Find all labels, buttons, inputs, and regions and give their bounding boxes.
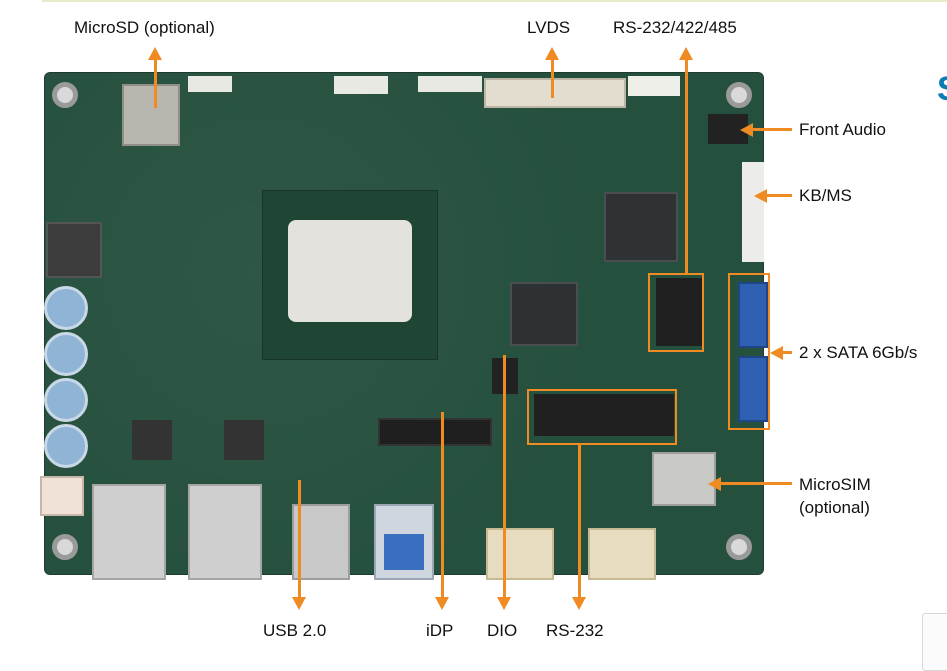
label-kbms: KB/MS: [799, 186, 852, 205]
arrowhead-dio: [497, 597, 511, 610]
rs232-422-485-headers: [656, 278, 704, 346]
arrowhead-front-audio: [740, 123, 753, 137]
mounting-hole-bottom-right: [726, 534, 752, 560]
arrowhead-usb20: [292, 597, 306, 610]
kbms-connector: [742, 162, 764, 262]
arrow-line-rs232-422-485: [685, 58, 688, 273]
rs232-headers: [534, 394, 674, 436]
arrow-line-lvds: [551, 58, 554, 98]
label-dio: DIO: [487, 621, 518, 640]
arrow-line-dio: [503, 355, 506, 602]
microsd-slot: [122, 84, 180, 146]
arrowhead-kbms: [754, 189, 767, 203]
cropped-heading-letter: S: [937, 70, 947, 109]
arrowhead-microsd: [148, 47, 162, 60]
arrow-line-microsim: [718, 482, 792, 485]
capacitor-2: [44, 332, 88, 376]
chip-2: [604, 192, 678, 262]
usb3-tongue: [384, 534, 424, 570]
power-connector: [40, 476, 84, 516]
arrow-line-microsd: [154, 58, 157, 108]
arrow-line-front-audio: [750, 128, 792, 131]
hdmi-port-2: [588, 528, 656, 580]
chip-3: [132, 420, 172, 460]
inductor: [46, 222, 102, 278]
top-rule: [42, 0, 947, 2]
lvds-connector: [484, 78, 626, 108]
label-usb20: USB 2.0: [263, 621, 327, 640]
arrow-line-sata: [780, 351, 792, 354]
label-microsim-optional: (optional): [799, 498, 870, 517]
chip-4: [224, 420, 264, 460]
sata-connector-1: [738, 282, 768, 348]
top-header-1: [188, 76, 232, 92]
idp-header: [378, 418, 492, 446]
arrowhead-rs232: [572, 597, 586, 610]
label-rs232-422-485: RS-232/422/485: [613, 18, 737, 37]
arrowhead-lvds: [545, 47, 559, 60]
label-rs232: RS-232: [546, 621, 604, 640]
arrowhead-microsim: [708, 477, 721, 491]
arrow-line-kbms: [764, 194, 792, 197]
arrowhead-rs232-422-485: [679, 47, 693, 60]
hdmi-port-1: [486, 528, 554, 580]
highlight-rs232-422-485: [648, 273, 704, 352]
mounting-hole-top-left: [52, 82, 78, 108]
arrow-line-rs232: [578, 445, 581, 602]
mounting-hole-top-right: [726, 82, 752, 108]
arrowhead-sata: [770, 346, 783, 360]
mounting-hole-bottom-left: [52, 534, 78, 560]
microsim-slot: [652, 452, 716, 506]
label-microsd: MicroSD (optional): [74, 18, 215, 37]
capacitor-1: [44, 286, 88, 330]
top-header-3: [418, 76, 482, 92]
cpu-die: [288, 220, 412, 322]
sata-connector-2: [738, 356, 768, 422]
arrow-line-idp: [441, 412, 444, 602]
arrowhead-idp: [435, 597, 449, 610]
top-header-4: [628, 76, 680, 96]
highlight-sata: [728, 273, 770, 430]
label-front-audio: Front Audio: [799, 120, 886, 139]
capacitor-3: [44, 378, 88, 422]
capacitor-4: [44, 424, 88, 468]
top-header-2: [334, 76, 388, 94]
lan-port-1: [92, 484, 166, 580]
highlight-rs232: [527, 389, 677, 445]
usb2-port: [292, 504, 350, 580]
chip-1: [510, 282, 578, 346]
motherboard: [40, 72, 768, 580]
cropped-side-element: [922, 613, 947, 671]
label-sata: 2 x SATA 6Gb/s: [799, 343, 918, 362]
arrow-line-usb20: [298, 480, 301, 602]
label-lvds: LVDS: [527, 18, 571, 37]
lan-port-2: [188, 484, 262, 580]
label-microsim: MicroSIM: [799, 475, 871, 494]
label-idp: iDP: [426, 621, 454, 640]
